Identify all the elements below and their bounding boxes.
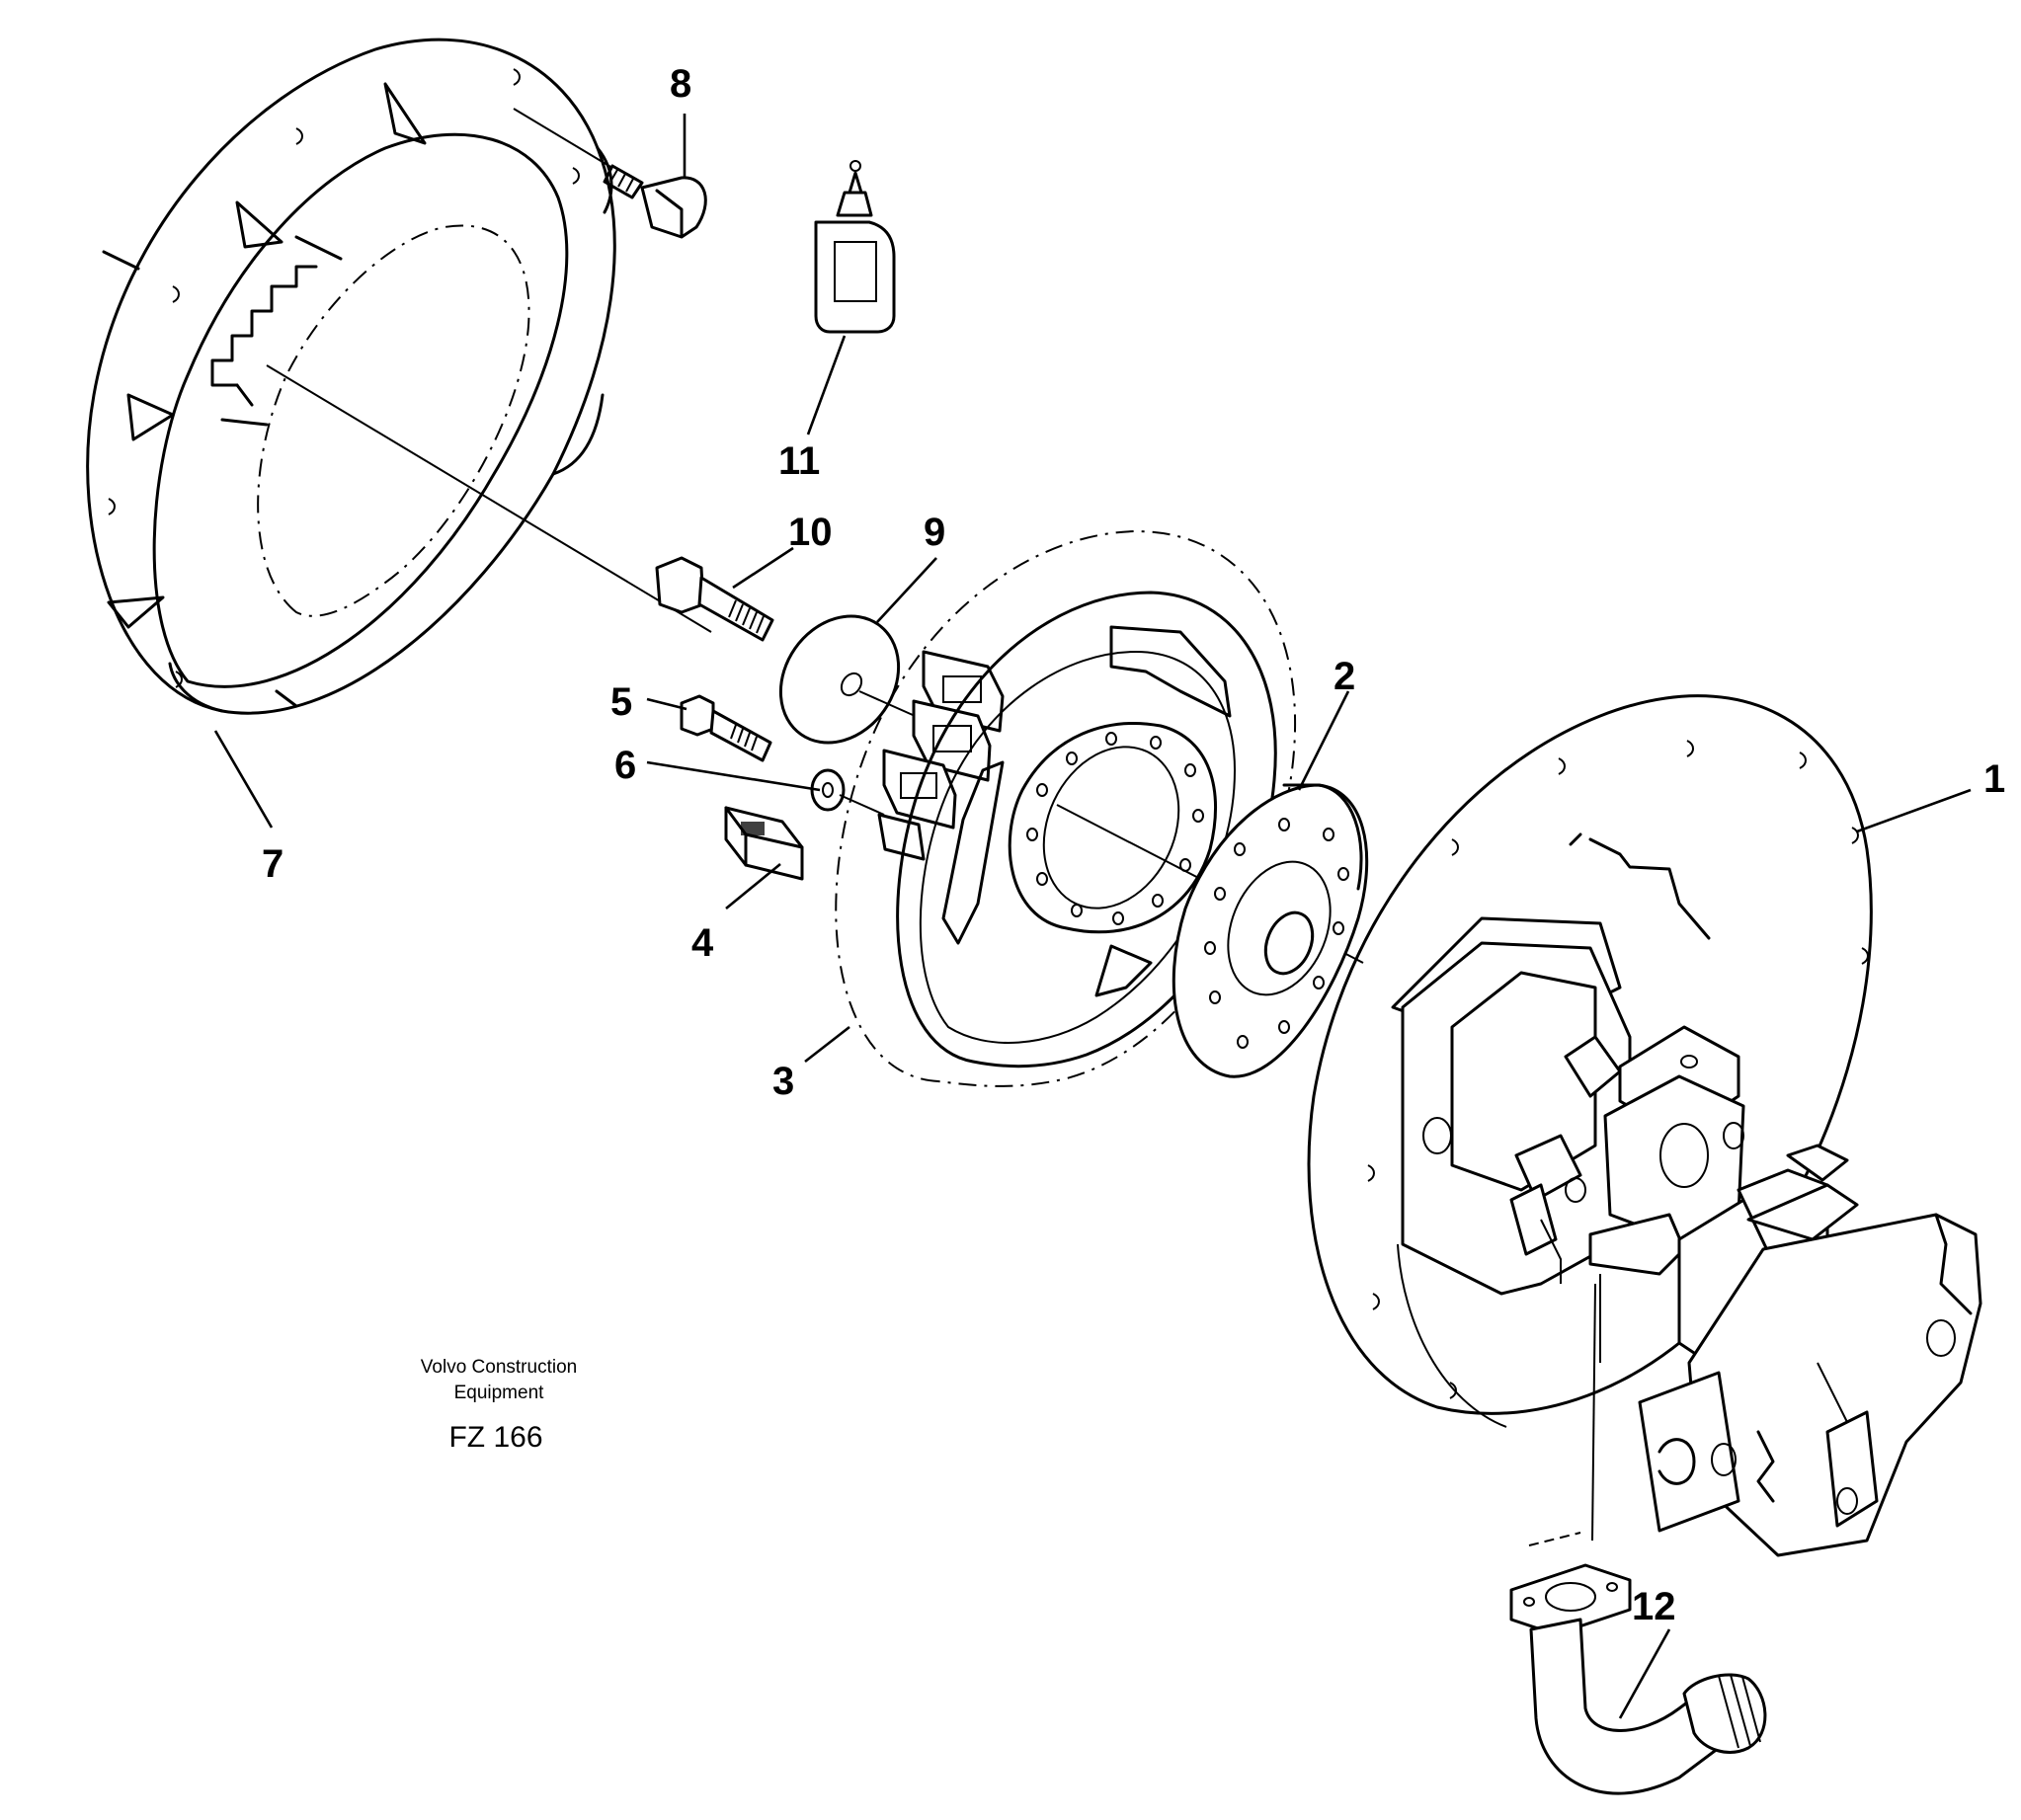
rubber-element-part-4 [724, 650, 1005, 881]
callout-9: 9 [924, 511, 945, 554]
hub-part-2 [1172, 783, 1369, 1078]
callout-3: 3 [772, 1060, 794, 1103]
callout-1: 1 [1983, 757, 2005, 801]
flexible-plate-part-3 [835, 529, 1364, 1087]
leader-3 [804, 1025, 850, 1064]
leader-4 [725, 862, 781, 910]
leader-9 [876, 557, 937, 623]
screw-part-8 [513, 108, 707, 239]
bolt-part-5 [680, 694, 772, 762]
leader-12 [1618, 1628, 1671, 1719]
caption-line-2: Equipment [454, 1383, 545, 1403]
sealant-bottle-part-11 [814, 160, 896, 334]
bolt-part-10 [655, 556, 774, 642]
leader-10 [732, 546, 794, 590]
caption-line-1: Volvo Construction [421, 1357, 577, 1378]
callout-4: 4 [691, 921, 714, 965]
callout-12: 12 [1632, 1585, 1676, 1628]
callout-6: 6 [614, 744, 636, 787]
washer-part-6 [810, 768, 885, 816]
suction-pipe-part-12 [1509, 1283, 1767, 1795]
figure-code: FZ 166 [448, 1421, 542, 1454]
callout-10: 10 [788, 511, 833, 554]
leader-lines [213, 114, 1972, 1719]
washer-part-9 [778, 614, 949, 745]
leader-2 [1297, 690, 1350, 791]
leader-11 [806, 335, 847, 435]
callout-numbers: 1 2 3 4 5 6 7 8 9 10 11 12 [262, 62, 2005, 1628]
caption: Volvo Construction Equipment FZ 166 [421, 1357, 577, 1454]
leader-5 [646, 697, 687, 711]
callout-5: 5 [610, 680, 632, 724]
callout-2: 2 [1334, 655, 1355, 698]
flywheel-housing-part-7 [86, 38, 712, 715]
callout-8: 8 [670, 62, 691, 106]
callout-11: 11 [778, 439, 820, 483]
pump-part-1 [1307, 694, 1982, 1557]
leader-6 [646, 760, 821, 792]
callout-7: 7 [262, 842, 283, 886]
leader-7 [213, 730, 274, 829]
leader-1 [1856, 788, 1972, 833]
